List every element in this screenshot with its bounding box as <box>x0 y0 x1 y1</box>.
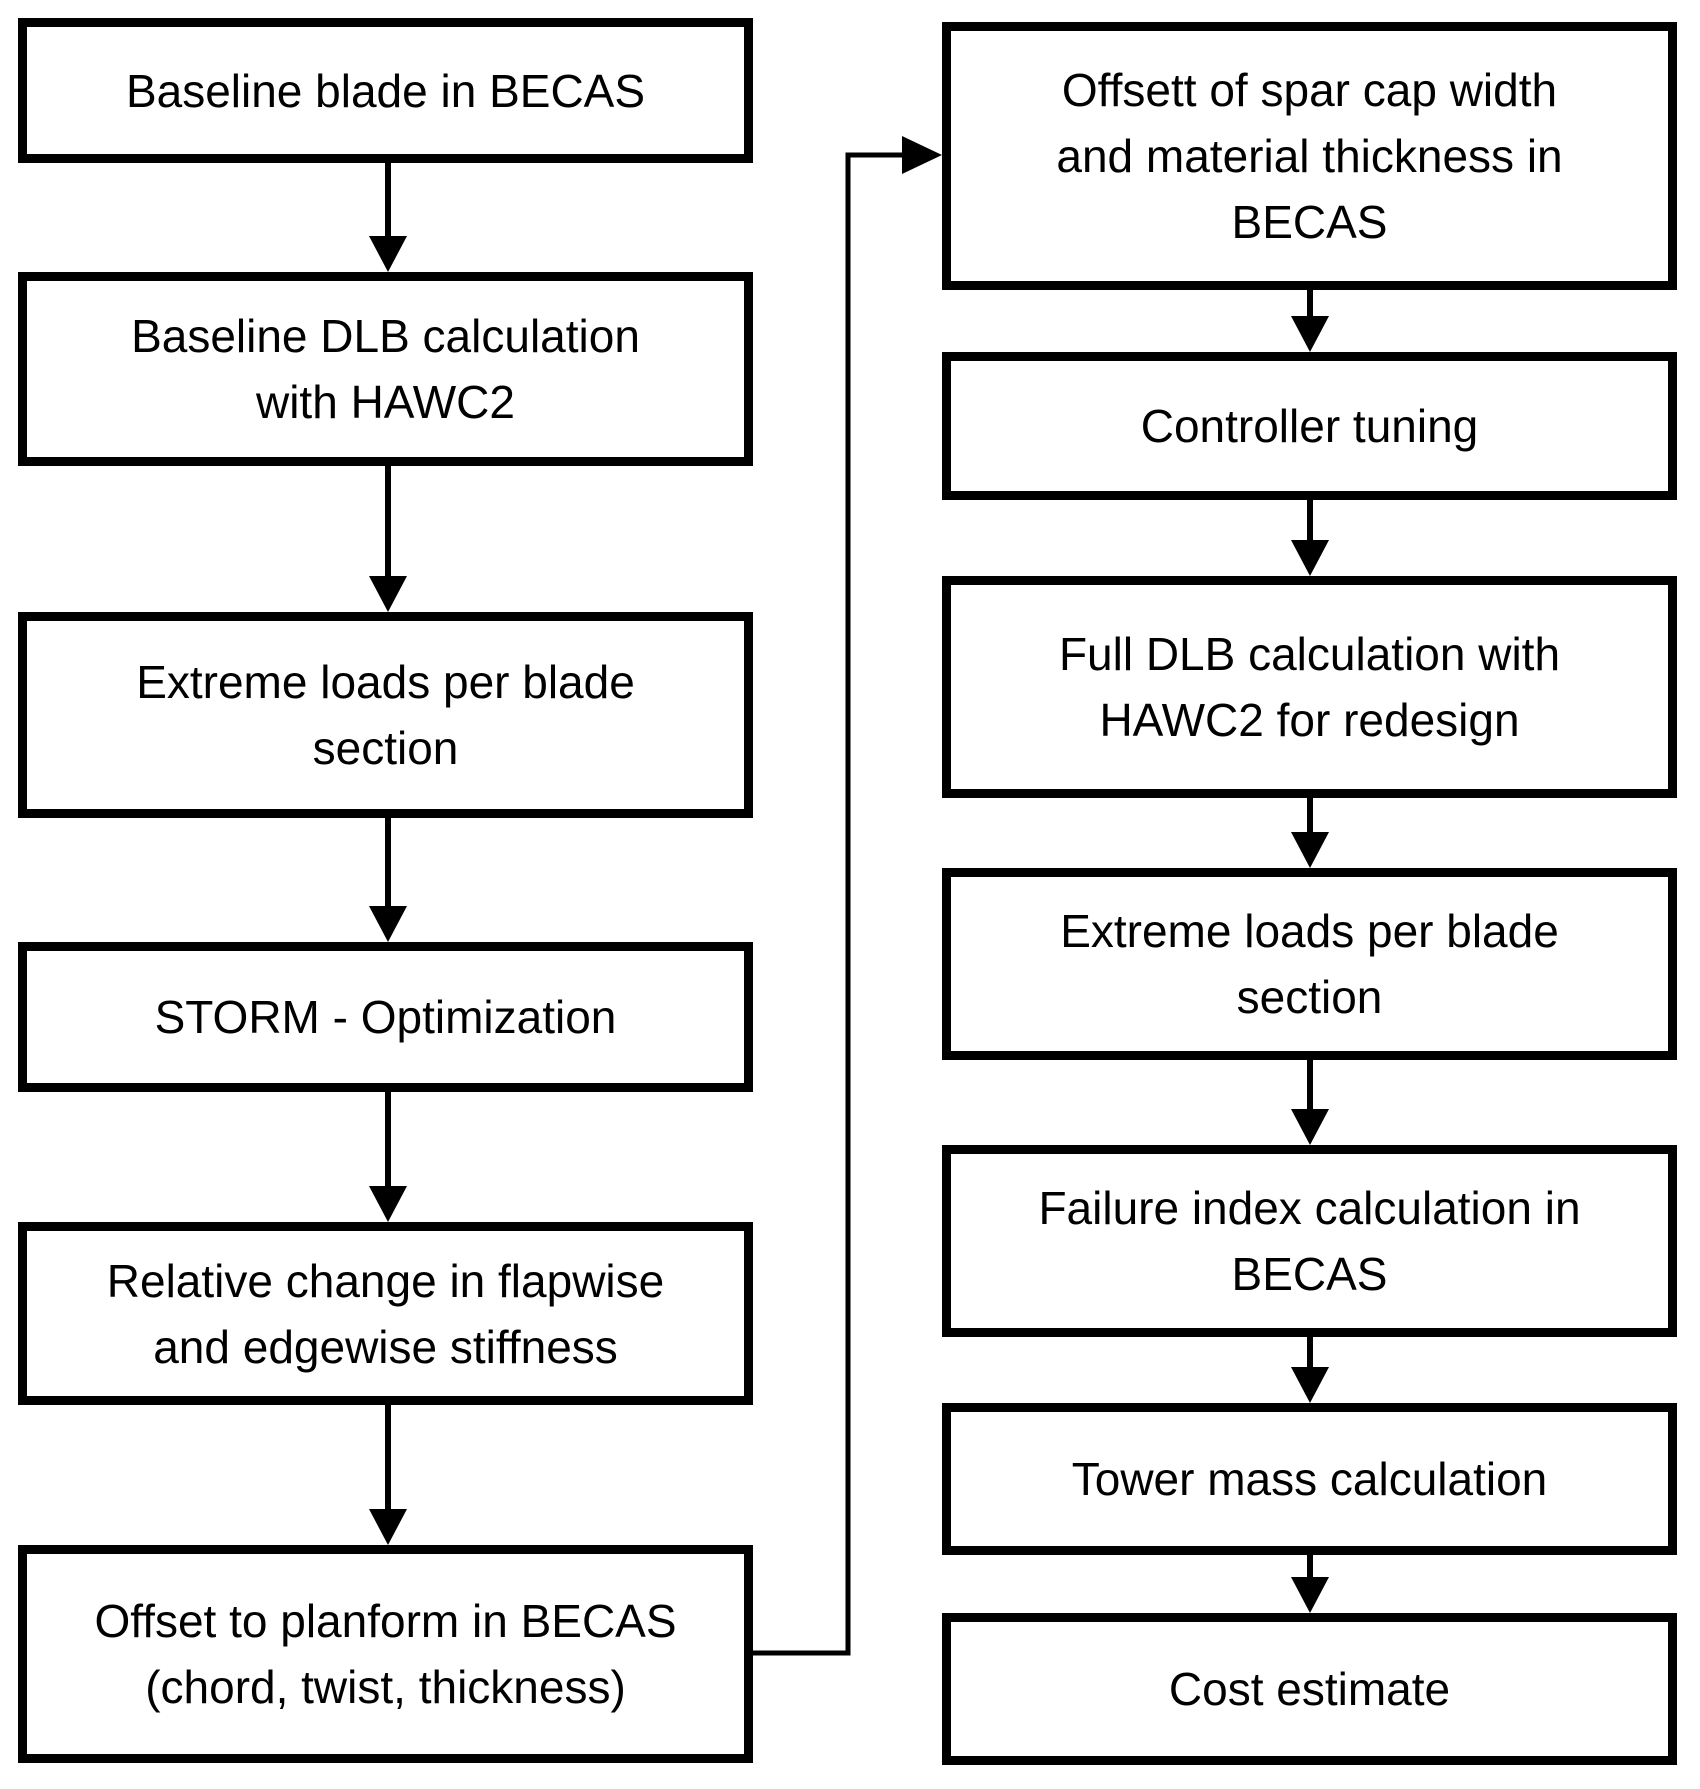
arrow-storm-optimization-to-relative-change <box>369 1092 407 1222</box>
node-label: Full DLB calculation with HAWC2 for rede… <box>1058 628 1561 746</box>
node-storm-optimization: STORM - Optimization <box>18 942 753 1092</box>
node-extreme-loads-2: Extreme loads per blade section <box>942 868 1677 1060</box>
node-extreme-loads-1: Extreme loads per blade section <box>18 612 753 818</box>
arrow-tower-mass-to-cost-estimate <box>1291 1555 1329 1613</box>
arrow-baseline-dlb-to-extreme-loads-1 <box>369 466 407 612</box>
node-label: Cost estimate <box>1168 1663 1451 1715</box>
arrow-extreme-loads-2-to-failure-index <box>1291 1060 1329 1145</box>
node-controller-tuning: Controller tuning <box>942 352 1677 500</box>
arrow-controller-tuning-to-full-dlb <box>1291 500 1329 576</box>
arrow-relative-change-to-offset-planform <box>369 1405 407 1545</box>
node-failure-index: Failure index calculation in BECAS <box>942 1145 1677 1337</box>
node-label: Tower mass calculation <box>1071 1453 1548 1505</box>
node-label: Relative change in flapwise and edgewise… <box>106 1254 665 1373</box>
node-label: Baseline blade in BECAS <box>125 64 646 117</box>
node-full-dlb: Full DLB calculation with HAWC2 for rede… <box>942 576 1677 798</box>
node-tower-mass: Tower mass calculation <box>942 1403 1677 1555</box>
node-offsett-spar-cap: Offsett of spar cap width and material t… <box>942 22 1677 290</box>
node-baseline-dlb: Baseline DLB calculation with HAWC2 <box>18 272 753 466</box>
node-relative-change: Relative change in flapwise and edgewise… <box>18 1222 753 1405</box>
arrow-baseline-blade-to-baseline-dlb <box>369 163 407 272</box>
node-label: Extreme loads per blade section <box>1060 905 1559 1023</box>
node-label: Baseline DLB calculation with HAWC2 <box>131 310 640 428</box>
connector-offset-planform-to-offsett-spar-cap <box>753 136 942 1656</box>
node-baseline-blade: Baseline blade in BECAS <box>18 18 753 163</box>
arrow-extreme-loads-1-to-storm-optimization <box>369 818 407 942</box>
node-label: Offset to planform in BECAS (chord, twis… <box>94 1595 677 1713</box>
node-cost-estimate: Cost estimate <box>942 1613 1677 1765</box>
node-label: Failure index calculation in BECAS <box>1038 1182 1581 1300</box>
node-label: STORM - Optimization <box>154 991 617 1043</box>
arrow-full-dlb-to-extreme-loads-2 <box>1291 798 1329 868</box>
arrow-offsett-spar-cap-to-controller-tuning <box>1291 290 1329 352</box>
arrow-failure-index-to-tower-mass <box>1291 1337 1329 1403</box>
node-label: Controller tuning <box>1140 400 1479 452</box>
node-label: Offsett of spar cap width and material t… <box>1056 64 1563 248</box>
node-label: Extreme loads per blade section <box>136 656 635 774</box>
node-offset-planform: Offset to planform in BECAS (chord, twis… <box>18 1545 753 1763</box>
